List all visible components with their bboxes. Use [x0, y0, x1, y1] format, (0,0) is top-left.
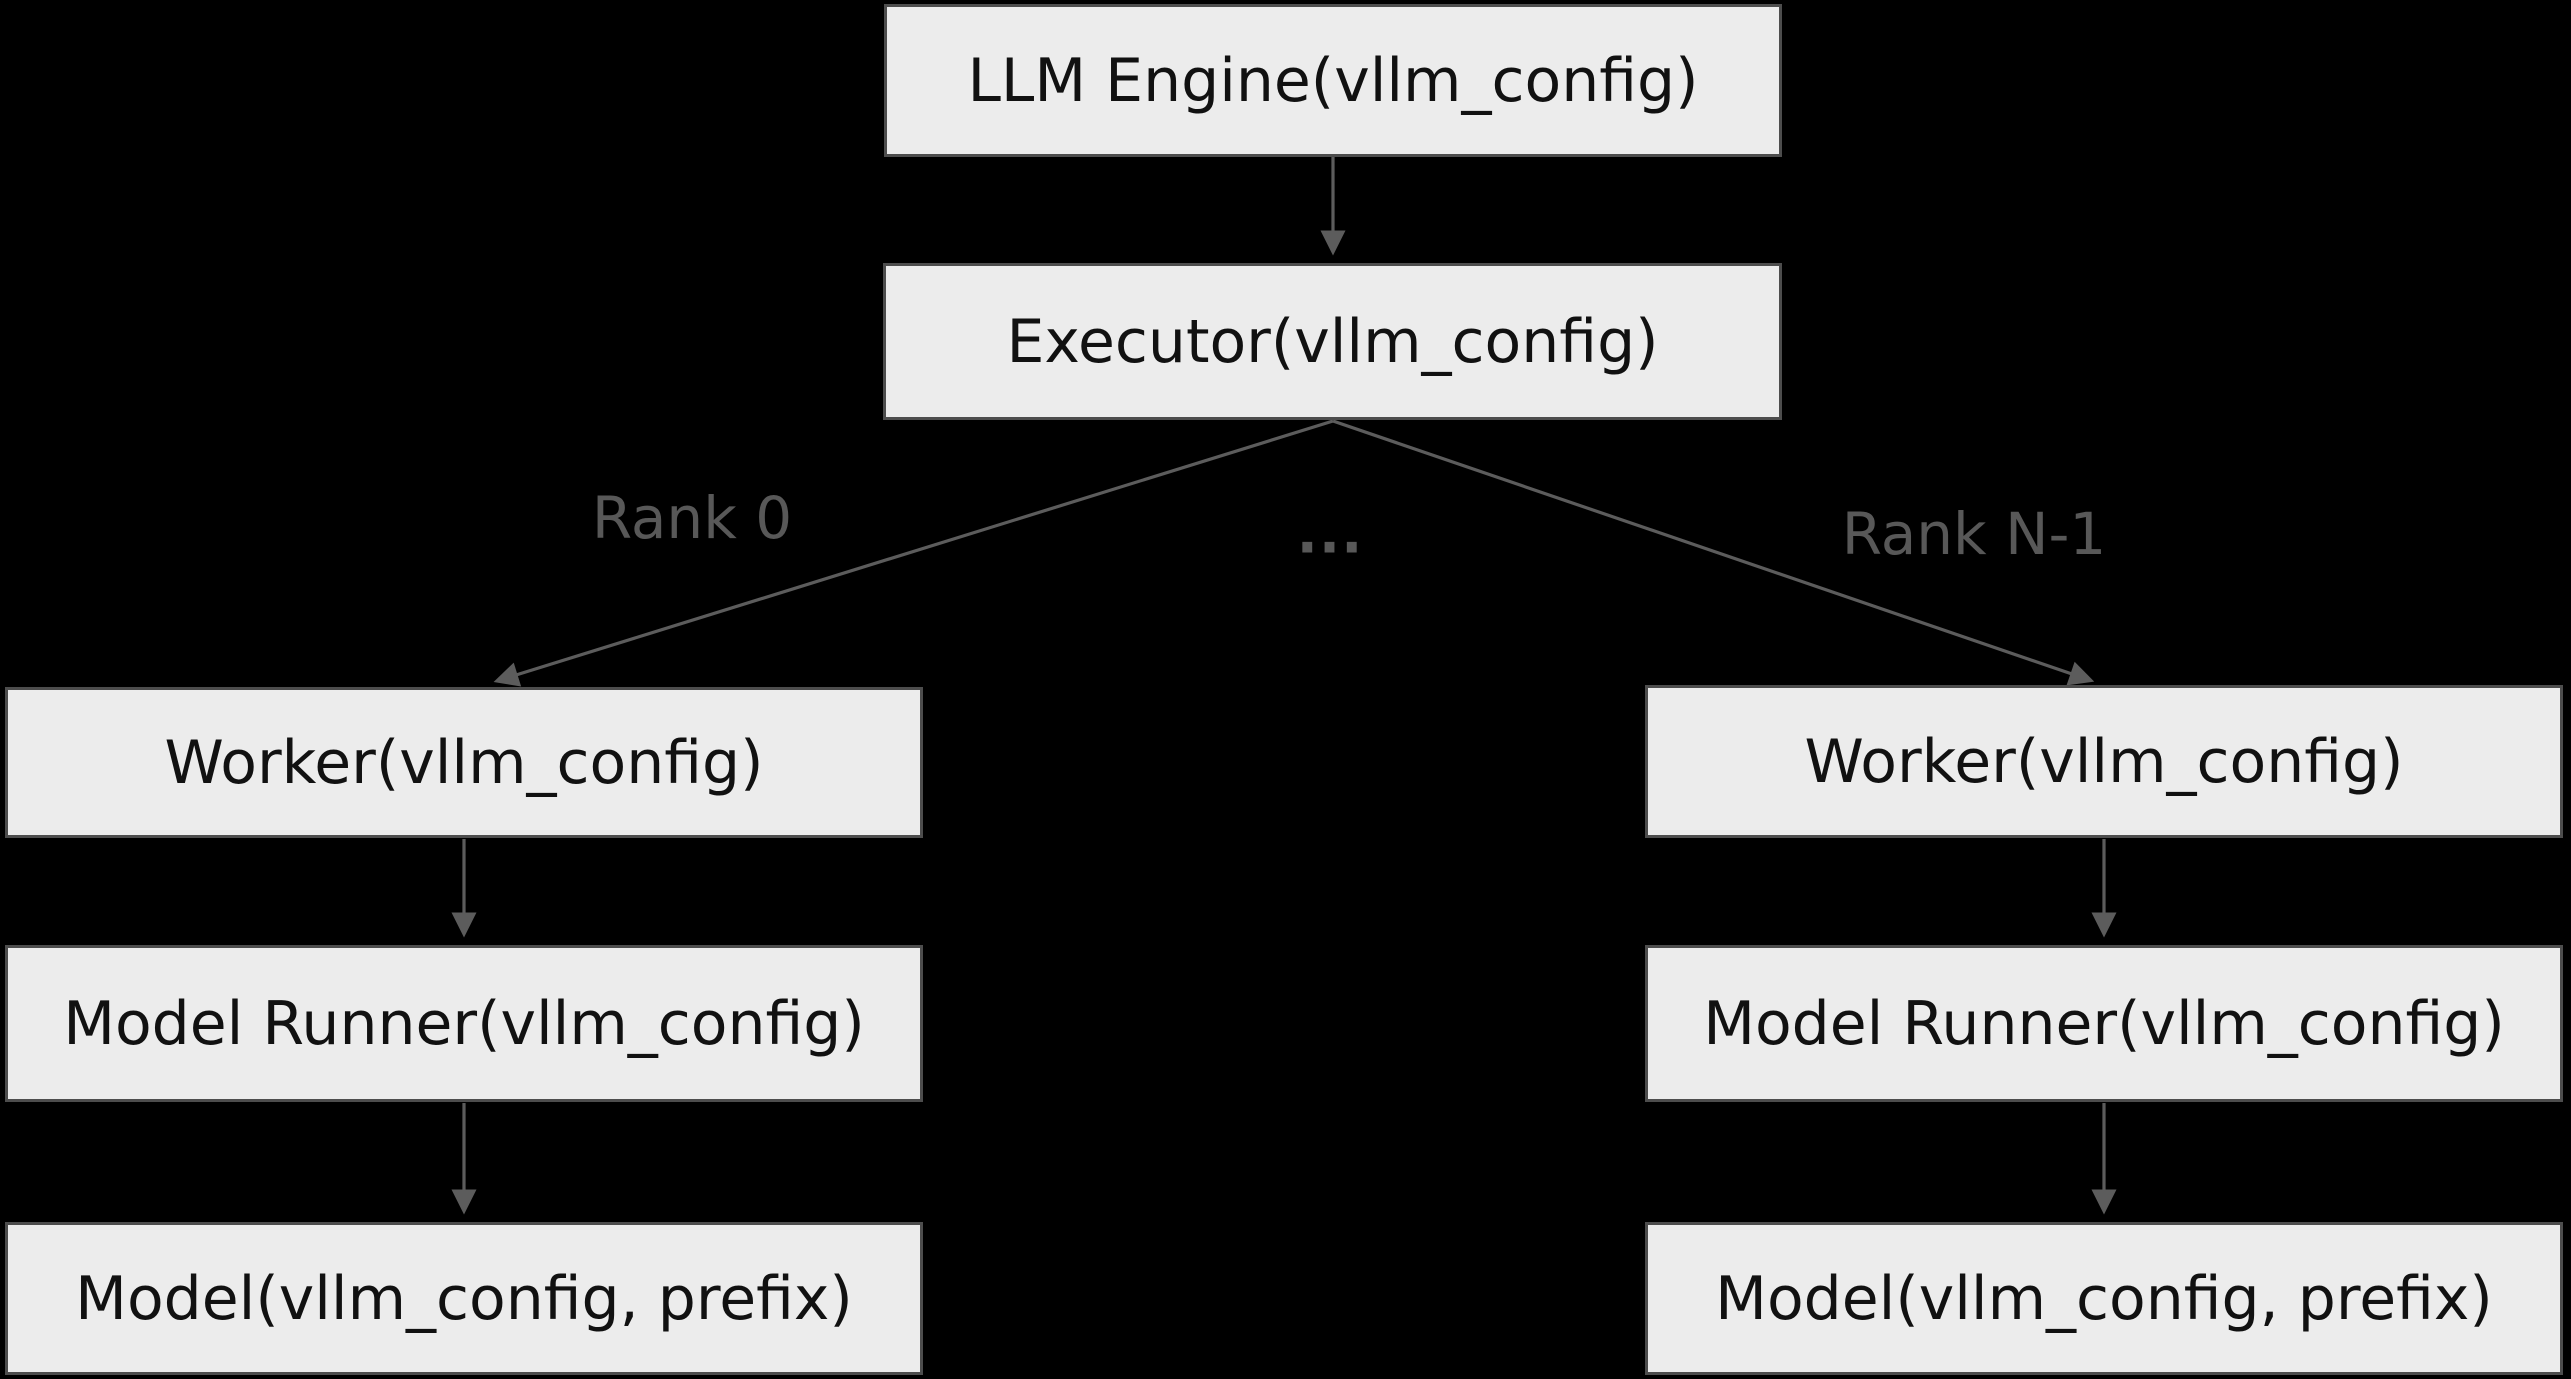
node-worker-rank-n-label: Worker(vllm_config) [1804, 726, 2404, 797]
node-model-runner-rank-0: Model Runner(vllm_config) [5, 945, 923, 1102]
node-model-rank-0-label: Model(vllm_config, prefix) [75, 1263, 853, 1334]
node-worker-rank-0: Worker(vllm_config) [5, 687, 923, 838]
edge-label-rank-n-1: Rank N-1 [1841, 500, 2107, 568]
node-llm-engine: LLM Engine(vllm_config) [884, 4, 1782, 157]
edge-executor-to-worker-0 [493, 419, 1334, 687]
node-worker-rank-n: Worker(vllm_config) [1645, 685, 2563, 838]
node-model-runner-rank-0-label: Model Runner(vllm_config) [63, 988, 865, 1059]
node-worker-rank-0-label: Worker(vllm_config) [164, 727, 764, 798]
node-llm-engine-label: LLM Engine(vllm_config) [967, 45, 1699, 116]
edge-executor-to-worker-n [1332, 419, 2095, 686]
node-model-runner-rank-n: Model Runner(vllm_config) [1645, 945, 2563, 1102]
node-model-rank-0: Model(vllm_config, prefix) [5, 1222, 923, 1375]
node-model-rank-n: Model(vllm_config, prefix) [1645, 1222, 2563, 1375]
edge-label-rank-0: Rank 0 [591, 484, 793, 552]
edge-label-ellipsis: ... [1296, 501, 1364, 567]
node-model-runner-rank-n-label: Model Runner(vllm_config) [1703, 988, 2505, 1059]
node-model-rank-n-label: Model(vllm_config, prefix) [1715, 1263, 2493, 1334]
node-executor: Executor(vllm_config) [883, 263, 1782, 420]
node-executor-label: Executor(vllm_config) [1006, 306, 1659, 377]
